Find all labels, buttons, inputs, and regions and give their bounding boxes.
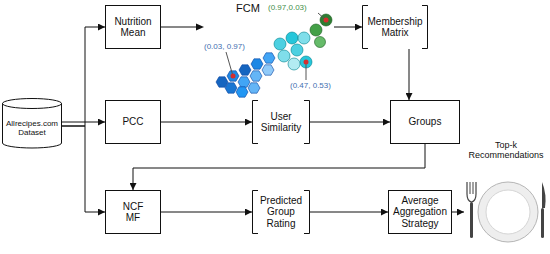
flow-arrow — [161, 122, 252, 123]
node-text: Average Aggregation Strategy — [392, 195, 448, 230]
process-box: Average Aggregation Strategy — [388, 190, 452, 234]
green-circle-cluster — [310, 14, 332, 48]
flow-arrow — [409, 49, 410, 100]
node-text: Predicted Group Rating — [257, 195, 305, 230]
membership-value: (0.03, 0.97) — [204, 43, 245, 51]
method-label: FCM — [236, 3, 260, 14]
node-text: Nutrition Mean — [109, 16, 157, 39]
process-box: Groups — [390, 100, 460, 144]
flow-arrow — [62, 126, 105, 212]
flow-arrow — [133, 144, 425, 190]
node-text: User Similarity — [257, 111, 305, 134]
matrix-bracket: User Similarity — [252, 100, 310, 144]
database-cylinder: Allrecipes.com Dataset — [2, 98, 62, 148]
teal-circle-cluster — [274, 32, 312, 70]
bracket-line — [253, 191, 310, 234]
node-text: Groups — [409, 116, 442, 128]
flow-arrow — [310, 122, 390, 123]
flow-arrow — [62, 27, 105, 126]
fork — [467, 182, 476, 238]
process-box: NCF MF — [105, 190, 161, 234]
arrow-head — [196, 24, 204, 31]
bracket-line — [253, 101, 310, 144]
membership-value: (0.97,0.03) — [268, 4, 307, 12]
matrix-bracket: Membership Matrix — [362, 5, 428, 49]
cylinder-top — [3, 99, 62, 109]
node-text: Allrecipes.com Dataset — [3, 119, 61, 137]
membership-dot — [231, 18, 329, 79]
node-text: Top-k Recommendations — [464, 140, 548, 161]
membership-value: (0.47, 0.53) — [290, 82, 331, 90]
knife — [541, 182, 546, 238]
bracket-line — [363, 6, 428, 49]
plate-output: Top-k Recommendations — [464, 138, 548, 250]
flow-arrow — [62, 122, 105, 123]
node-text: Membership Matrix — [367, 16, 423, 39]
flow-arrow — [452, 212, 464, 213]
flow-arrow — [161, 27, 362, 28]
flow-arrow — [161, 212, 252, 213]
process-box: PCC — [105, 100, 161, 144]
process-box: Nutrition Mean — [105, 5, 161, 49]
matrix-bracket: Predicted Group Rating — [252, 190, 310, 234]
cylinder-body — [3, 103, 62, 148]
hexagon-cluster — [216, 53, 275, 97]
plate — [478, 182, 538, 242]
flow-arrow — [310, 212, 388, 213]
node-text: NCF MF — [118, 201, 148, 224]
node-text: PCC — [122, 116, 143, 128]
